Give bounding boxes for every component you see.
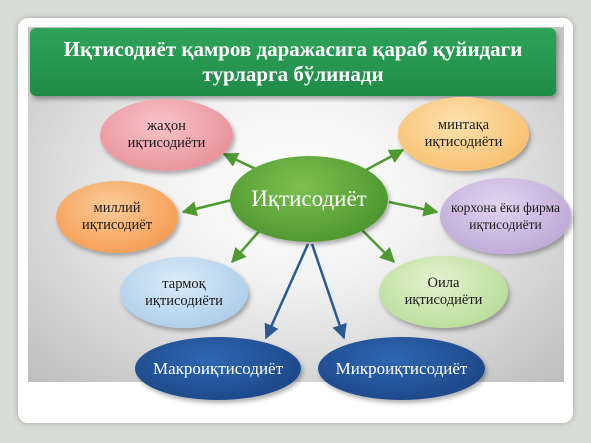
- node-national-line1: миллий: [93, 200, 141, 216]
- arrow-to-region: [365, 148, 405, 172]
- node-firm-economy: корхона ёки фирма иқтисодиёти: [440, 178, 571, 254]
- node-family-line2: иқтисодиёти: [404, 292, 483, 308]
- node-firm-line2: иқтисодиёти: [469, 217, 542, 232]
- node-microeconomics: Микроиқтисодиёт: [318, 337, 485, 400]
- arrow-to-micro: [310, 243, 347, 340]
- node-national-line2: иқтисодиёт: [81, 217, 153, 233]
- node-sector-line1: тармоқ: [162, 275, 206, 292]
- node-macroeconomics: Макроиқтисодиёт: [135, 337, 301, 400]
- node-world-line1: жаҳон: [147, 118, 186, 134]
- node-micro-label: Микроиқтисодиёт: [335, 359, 468, 378]
- title-text: Иқтисодиёт қамров даражасига қараб қуйид…: [63, 37, 523, 86]
- node-sector-line2: иқтисодиёти: [145, 292, 223, 309]
- node-region-line1: минтақа: [437, 117, 490, 133]
- node-region-line2: иқтисодиёти: [424, 134, 503, 150]
- node-firm-line1: корхона ёки фирма: [450, 200, 561, 215]
- arrow-to-firm: [388, 200, 439, 217]
- node-economy-center: Иқтисодиёт: [230, 156, 388, 242]
- arrow-to-macro: [264, 243, 310, 340]
- title-banner: Иқтисодиёт қамров даражасига қараб қуйид…: [30, 28, 556, 96]
- node-family-line1: Оила: [427, 275, 460, 291]
- arrow-to-national: [181, 198, 233, 217]
- arrow-to-sector: [231, 227, 263, 264]
- arrow-to-family: [361, 229, 396, 264]
- node-center-label: Иқтисодиёт: [251, 186, 367, 211]
- node-world-line2: иқтисодиёти: [127, 135, 206, 151]
- node-macro-label: Макроиқтисодиёт: [152, 359, 284, 378]
